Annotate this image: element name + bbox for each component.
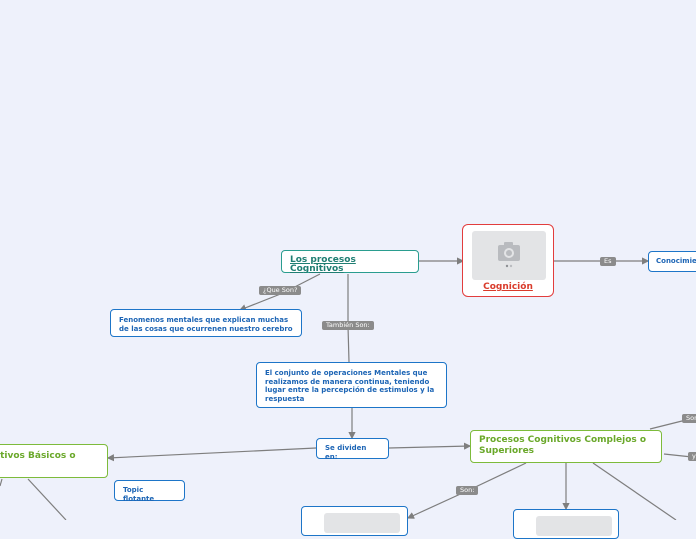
node-conocimiento-text: Conocimie bbox=[656, 257, 696, 265]
label-que-son: ¿Que Son? bbox=[259, 286, 302, 295]
connector-basicos-down bbox=[27, 478, 67, 520]
image-placeholder bbox=[472, 231, 546, 280]
node-topic-flotante[interactable]: Topic flotante bbox=[114, 480, 185, 503]
label-son-bottom: Son: bbox=[456, 486, 479, 495]
label-y-right: y bbox=[688, 452, 696, 461]
node-complejos-text: Procesos Cognitivos Complejos o Superior… bbox=[479, 435, 647, 456]
label-tambien-son: También Son: bbox=[322, 321, 374, 330]
node-complejos[interactable]: Procesos Cognitivos Complejos o Superior… bbox=[470, 430, 662, 463]
node-conjunto-text: El conjunto de operaciones Mentales que … bbox=[265, 369, 435, 403]
node-cognicion[interactable]: Cognición bbox=[462, 224, 554, 297]
image-placeholder bbox=[324, 513, 400, 533]
label-son-right: Son: bbox=[682, 414, 696, 423]
camera-icon bbox=[498, 242, 520, 268]
node-procesos-title[interactable]: Los procesos Cognitivos bbox=[290, 255, 356, 274]
node-conocimiento[interactable]: Conocimie bbox=[648, 251, 696, 272]
node-basicos-text: itivos Básicos o bbox=[0, 451, 76, 461]
node-se-dividen[interactable]: Se dividen en: bbox=[316, 438, 389, 461]
connector-procesos-conjunto bbox=[347, 274, 350, 363]
node-bottom-center[interactable] bbox=[513, 509, 619, 539]
node-fenomenos[interactable]: Fenomenos mentales que explican muchas d… bbox=[110, 309, 302, 337]
connector-layer bbox=[0, 257, 693, 520]
node-procesos-cognitivos[interactable]: Los procesos Cognitivos bbox=[281, 250, 419, 273]
image-placeholder bbox=[536, 516, 612, 536]
label-es: Es bbox=[600, 257, 616, 266]
connector-complejos-right-down bbox=[592, 462, 677, 520]
connector-complejos-y bbox=[663, 453, 693, 458]
node-fenomenos-text: Fenomenos mentales que explican muchas d… bbox=[119, 316, 293, 333]
node-conjunto[interactable]: El conjunto de operaciones Mentales que … bbox=[256, 362, 447, 408]
node-cognicion-title[interactable]: Cognición bbox=[483, 282, 533, 292]
node-basicos[interactable]: itivos Básicos o bbox=[0, 444, 108, 478]
connector-sedividen-complejos bbox=[388, 442, 472, 450]
connector-sedividen-basicos bbox=[106, 447, 317, 462]
connector-basicos-left bbox=[0, 478, 3, 487]
node-se-dividen-text: Se dividen en: bbox=[325, 444, 367, 461]
node-bottom-left[interactable] bbox=[301, 506, 408, 536]
node-topic-text: Topic flotante bbox=[123, 486, 155, 503]
